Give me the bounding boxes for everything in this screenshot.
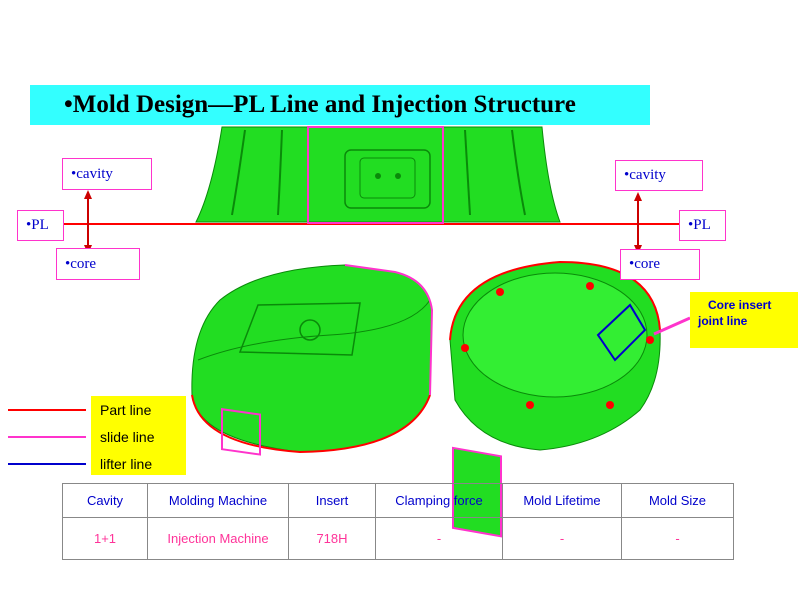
- core-label-left: •core: [56, 248, 140, 280]
- slide-outline-top: [307, 126, 444, 224]
- core-insert-note: Core insert joint line: [690, 292, 798, 348]
- top-part-side-view: [195, 126, 561, 224]
- header-insert: Insert: [288, 483, 376, 518]
- header-mold-lifetime: Mold Lifetime: [502, 483, 622, 518]
- page-title: •Mold Design—PL Line and Injection Struc…: [64, 91, 576, 118]
- legend-lifter-label: lifter line: [100, 456, 153, 472]
- header-cavity: Cavity: [62, 483, 148, 518]
- header-mold-size: Mold Size: [621, 483, 734, 518]
- value-cavity: 1+1: [62, 517, 148, 560]
- value-mold-size: -: [621, 517, 734, 560]
- note-line-1: Core insert: [708, 298, 772, 312]
- header-clamping-force: Clamping force: [375, 483, 503, 518]
- header-molding-machine: Molding Machine: [147, 483, 289, 518]
- legend: Part line slide line lifter line: [91, 396, 186, 475]
- value-mold-lifetime: -: [502, 517, 622, 560]
- cavity-core-arrow-left: [84, 190, 92, 254]
- spec-value-row: 1+1 Injection Machine 718H - - -: [62, 517, 734, 560]
- legend-slide-label: slide line: [100, 429, 155, 445]
- pl-label-right: •PL: [679, 210, 726, 241]
- left-part-iso-view: [191, 264, 434, 456]
- spec-table: Cavity Molding Machine Insert Clamping f…: [62, 483, 734, 560]
- value-molding-machine: Injection Machine: [147, 517, 289, 560]
- value-clamping-force: -: [375, 517, 503, 560]
- legend-part-label: Part line: [100, 402, 152, 418]
- pl-label-left: •PL: [17, 210, 64, 241]
- core-label-right: •core: [620, 249, 700, 280]
- note-line-2: joint line: [698, 314, 748, 328]
- cavity-label-right: •cavity: [615, 160, 703, 191]
- value-insert: 718H: [288, 517, 376, 560]
- cavity-label-left: •cavity: [62, 158, 152, 190]
- title-banner: •Mold Design—PL Line and Injection Struc…: [30, 85, 650, 125]
- spec-header-row: Cavity Molding Machine Insert Clamping f…: [62, 483, 734, 518]
